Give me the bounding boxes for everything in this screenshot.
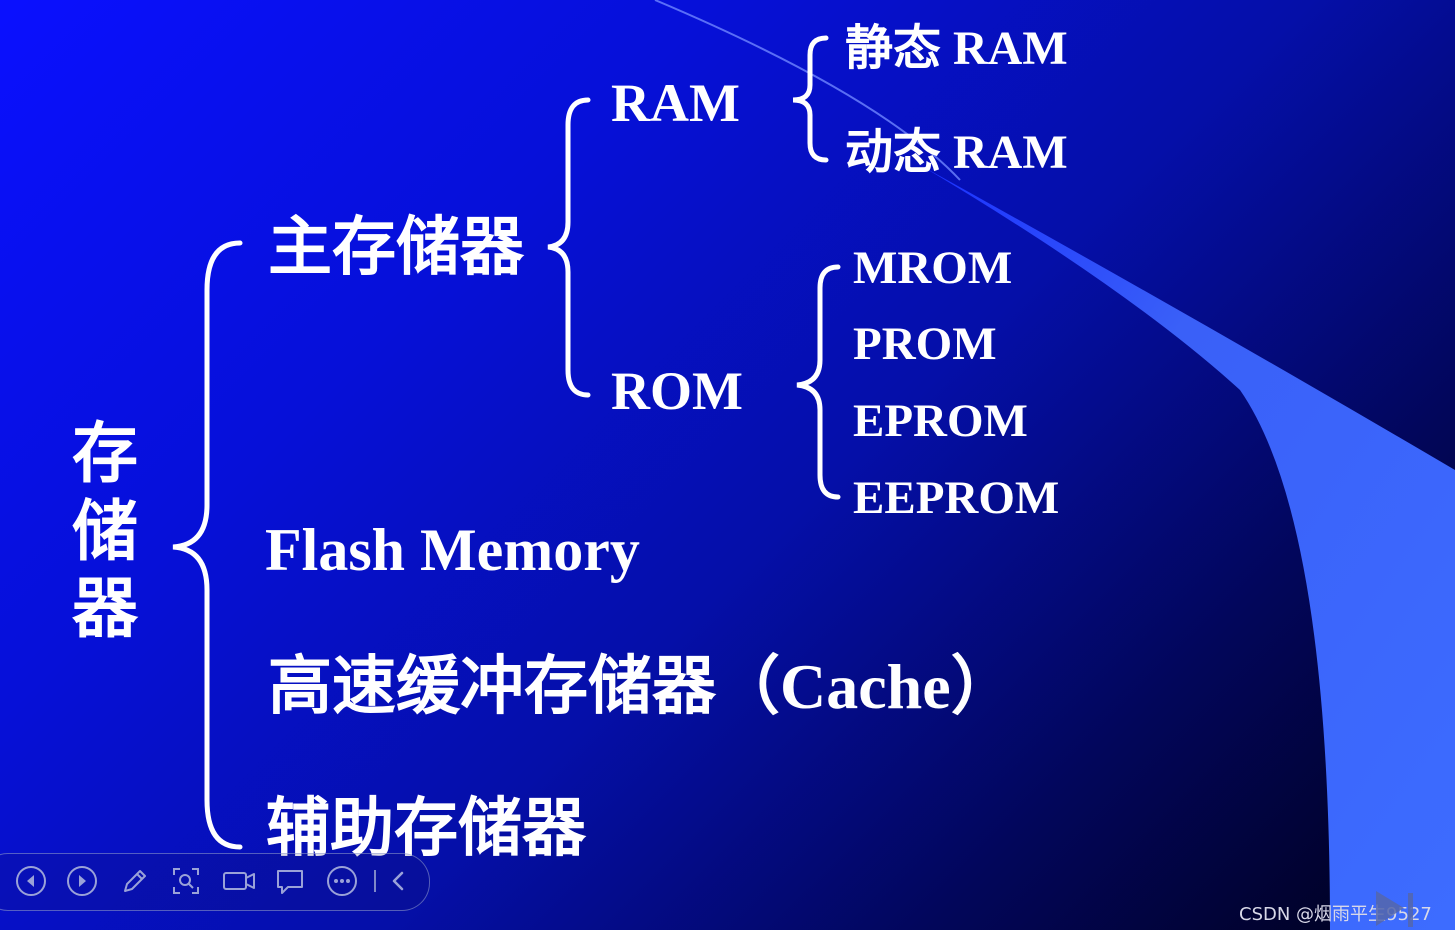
root-label-char: 存 — [72, 418, 138, 491]
rom-type-label: EPROM — [853, 395, 1028, 447]
root-label-char: 储 — [72, 496, 138, 569]
decorative-arc — [654, 0, 961, 181]
auxiliary-memory-label: 辅助存储器 — [266, 793, 586, 864]
main-memory-label: 主存储器 — [268, 212, 524, 283]
speech-bubble-icon — [277, 870, 303, 894]
magnify-frame-icon — [173, 868, 199, 894]
previous-button[interactable] — [14, 864, 48, 898]
pencil-icon — [124, 870, 146, 892]
chevron-left-icon — [392, 871, 404, 891]
collapse-button[interactable] — [381, 864, 415, 898]
root-brace — [172, 240, 243, 850]
more-button[interactable] — [325, 864, 359, 898]
more-dots-icon — [327, 866, 357, 896]
rom-type-label: EEPROM — [853, 472, 1060, 524]
next-slide-icon[interactable] — [1374, 887, 1418, 930]
arrow-left-circle-icon — [16, 866, 46, 896]
cache-memory-label: 高速缓冲存储器（Cache） — [268, 651, 1015, 722]
toolbar-divider — [374, 870, 376, 892]
rom-brace — [796, 264, 841, 500]
video-button[interactable] — [220, 864, 258, 898]
playback-toolbar — [0, 853, 430, 911]
pen-button[interactable] — [118, 864, 152, 898]
dynamic-ram-label: 动态 RAM — [845, 126, 1068, 179]
zoom-button[interactable] — [169, 864, 203, 898]
rom-label: ROM — [611, 361, 743, 421]
arrow-right-circle-icon — [67, 866, 97, 896]
main-memory-brace — [547, 97, 591, 398]
ram-brace — [792, 35, 829, 163]
rom-type-label: MROM — [853, 242, 1013, 294]
root-label-char: 器 — [72, 573, 138, 646]
static-ram-label: 静态 RAM — [845, 22, 1068, 75]
rom-type-label: PROM — [853, 318, 997, 370]
next-button[interactable] — [65, 864, 99, 898]
video-camera-icon — [223, 872, 255, 890]
ram-label: RAM — [611, 73, 740, 133]
flash-memory-label: Flash Memory — [265, 517, 640, 583]
decorative-sweep — [920, 165, 1455, 930]
subtitle-button[interactable] — [273, 864, 307, 898]
